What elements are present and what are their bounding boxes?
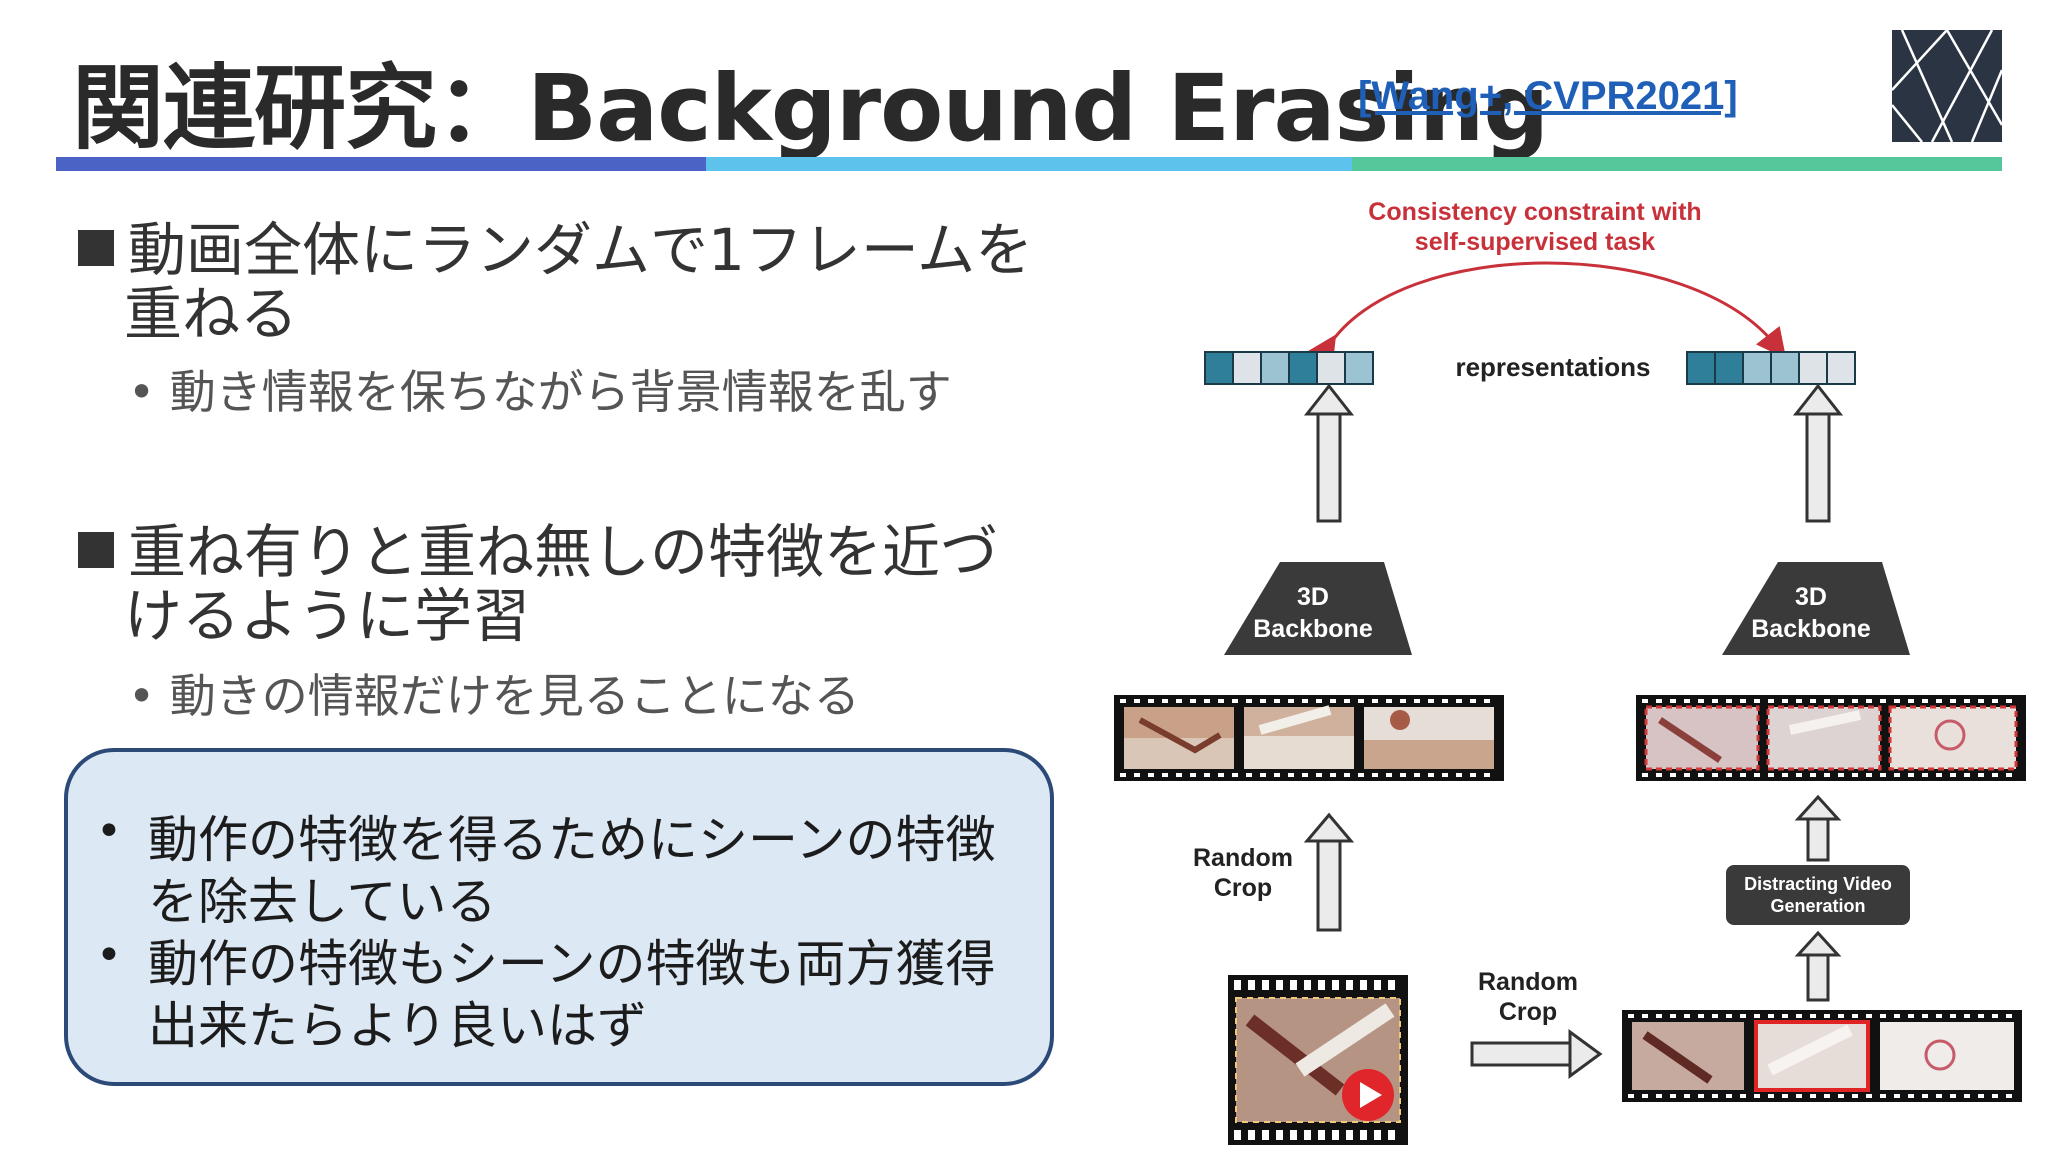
left-representation-vector: [1204, 351, 1374, 385]
arrow-up-icon: [1794, 794, 1842, 862]
representation-cell: [1344, 351, 1374, 385]
bullet-1-line1: 動画全体にランダムで1フレームを: [128, 216, 1034, 284]
arrow-up-icon: [1303, 383, 1355, 523]
header-bar-segment-cyan: [706, 157, 1352, 171]
random-crop-label-line2: Crop: [1499, 998, 1557, 1026]
bullet-square-icon: [78, 532, 114, 568]
random-crop-label-line1: Random: [1478, 968, 1578, 996]
sub-bullet-2: • 動きの情報だけを見ることになる: [128, 669, 860, 723]
distracting-video-generation-box: Distracting Video Generation: [1726, 865, 1910, 925]
right-representation-vector: [1686, 351, 1856, 385]
backbone-label-line1: 3D: [1297, 583, 1329, 611]
bullet-2-line1: 重ね有りと重ね無しの特徴を近づ: [128, 518, 999, 586]
note-item-1-line2: を除去している: [148, 873, 497, 931]
sub-bullet-2-text: 動きの情報だけを見ることになる: [169, 669, 860, 723]
bullet-square-icon: [78, 230, 114, 266]
backbone-label-line2: Backbone: [1253, 615, 1373, 643]
random-crop-label-line1: Random: [1193, 844, 1293, 872]
consistency-arc-arrow: [1307, 261, 1787, 368]
representation-cell: [1742, 351, 1772, 385]
right-distracted-filmstrip: [1636, 695, 2026, 781]
representation-cell: [1798, 351, 1828, 385]
representation-cell: [1232, 351, 1262, 385]
header-color-bar: [56, 157, 2002, 171]
representation-cell: [1686, 351, 1716, 385]
representation-cell: [1260, 351, 1290, 385]
distracting-label-line2: Generation: [1770, 896, 1865, 916]
citation-link[interactable]: [Wang+, CVPR2021]: [1358, 74, 1738, 118]
left-cropped-filmstrip: [1114, 695, 1504, 781]
right-3d-backbone: 3D Backbone: [1722, 562, 1910, 655]
bullet-2: 重ね有りと重ね無しの特徴を近づ: [78, 520, 998, 584]
note-bullet-dot: •: [96, 930, 122, 981]
original-video-frame: [1228, 975, 1408, 1145]
bullet-1-line2: 重ねる: [124, 280, 299, 348]
page-title: 関連研究：Background Erasing: [72, 55, 1549, 162]
note-item-2-line2: 出来たらより良いはず: [148, 997, 647, 1055]
representations-label: representations: [1455, 352, 1650, 382]
representation-cell: [1288, 351, 1318, 385]
consistency-label-line2: self-supervised task: [1415, 228, 1655, 256]
note-item-2-line1: 動作の特徴もシーンの特徴も両方獲得: [148, 935, 996, 993]
note-bullet-dot: •: [96, 806, 122, 857]
arrow-up-icon: [1792, 383, 1844, 523]
representation-cell: [1826, 351, 1856, 385]
bottom-cropped-filmstrip: [1622, 1010, 2022, 1102]
representation-cell: [1770, 351, 1800, 385]
representation-cell: [1714, 351, 1744, 385]
bullet-2-line2: けるように学習: [124, 582, 531, 650]
backbone-label-line1: 3D: [1795, 583, 1827, 611]
consistency-label-line1: Consistency constraint with: [1368, 198, 1701, 226]
arrow-right-icon: [1470, 1029, 1603, 1079]
backbone-label-line2: Backbone: [1751, 615, 1871, 643]
header-bar-segment-blue: [56, 157, 706, 171]
sub-bullet-1-text: 動き情報を保ちながら背景情報を乱す: [169, 365, 952, 419]
bullet-1: 動画全体にランダムで1フレームを: [78, 218, 1033, 282]
logo-icon: [1892, 30, 2002, 142]
distracting-label-line1: Distracting Video: [1744, 874, 1892, 894]
representation-cell: [1204, 351, 1234, 385]
arrow-up-icon: [1303, 812, 1355, 932]
note-box: • 動作の特徴を得るためにシーンの特徴 を除去している • 動作の特徴もシーンの…: [64, 748, 1054, 1086]
arrow-up-icon: [1794, 930, 1842, 1002]
sub-bullet-1: • 動き情報を保ちながら背景情報を乱す: [128, 365, 952, 419]
note-item-1-line1: 動作の特徴を得るためにシーンの特徴: [148, 811, 996, 869]
left-3d-backbone: 3D Backbone: [1224, 562, 1412, 655]
background-erasing-diagram: Consistency constraint with self-supervi…: [1114, 198, 2026, 1145]
representation-cell: [1316, 351, 1346, 385]
header-bar-segment-green: [1352, 157, 2002, 171]
random-crop-label-line2: Crop: [1214, 874, 1272, 902]
